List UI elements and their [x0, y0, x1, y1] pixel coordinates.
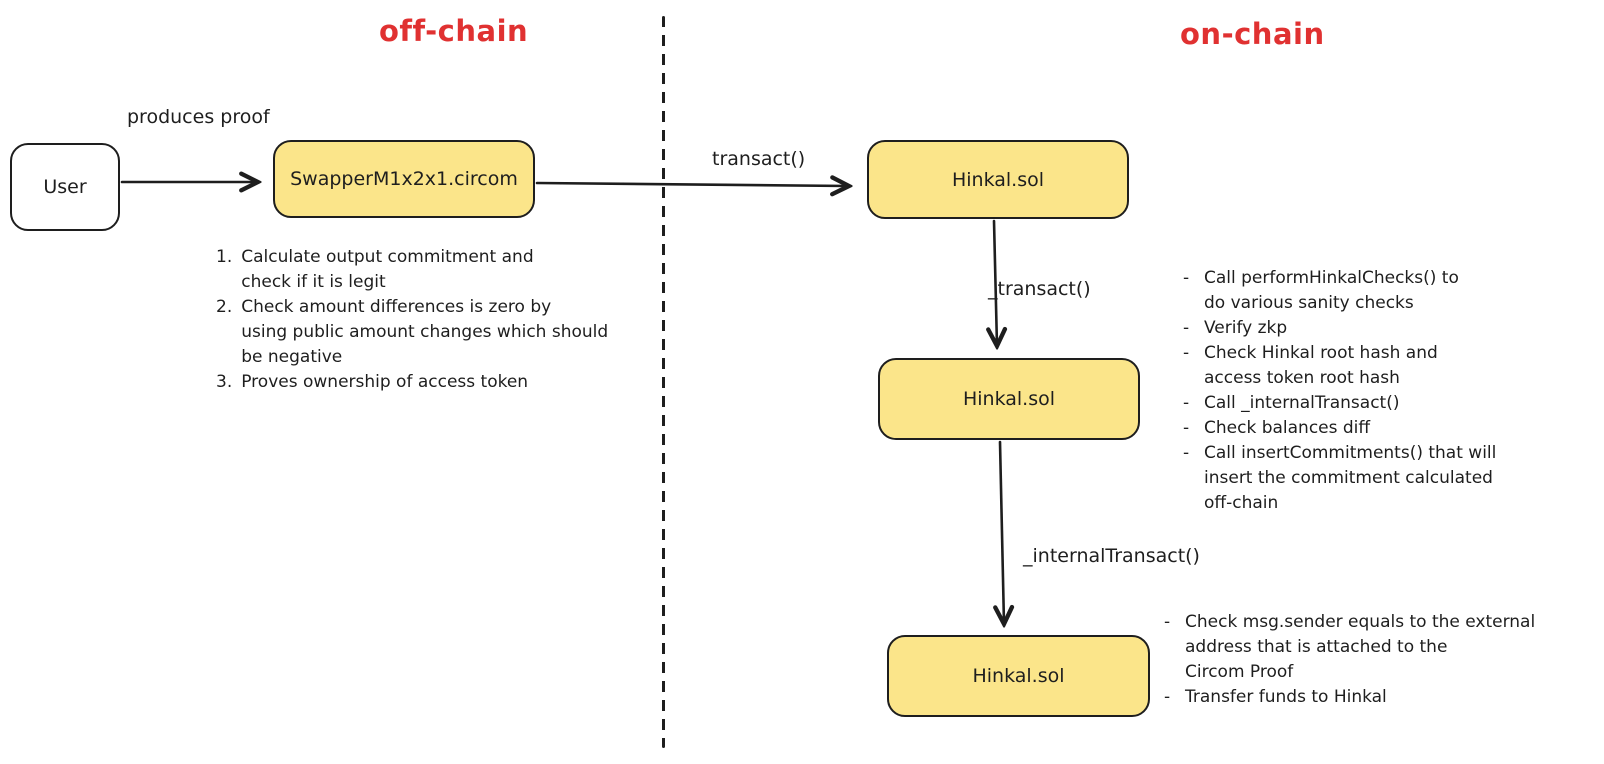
transact-label: transact() [712, 148, 806, 170]
internal-transact-label: _internalTransact() [1023, 545, 1200, 567]
swapper-circom-node-label: SwapperM1x2x1.circom [290, 168, 518, 190]
hinkal-sol-node-middle-label: Hinkal.sol [962, 388, 1056, 410]
user-node-label: User [43, 176, 87, 198]
note-item-marker: 1. [216, 247, 233, 267]
produces-proof-label: produces proof [127, 106, 270, 128]
note-item-marker: - [1183, 393, 1190, 413]
hinkal-sol-node-top: Hinkal.sol [867, 140, 1129, 219]
note-item-marker: - [1183, 318, 1190, 338]
note-item-text: Call _internalTransact() [1204, 393, 1400, 413]
on-chain-title: on-chain [1180, 17, 1325, 51]
chain-divider-line [662, 16, 665, 748]
note-item-marker: - [1183, 443, 1190, 463]
user-node: User [10, 143, 120, 231]
internal-steps-list: -Check msg.sender equals to the external… [1164, 610, 1535, 710]
transact-internal-label: _transact() [988, 278, 1091, 300]
swapper-circom-node: SwapperM1x2x1.circom [273, 140, 535, 218]
note-item: -Check msg.sender equals to the external… [1164, 610, 1535, 685]
hinkal-sol-node-bottom-label: Hinkal.sol [972, 665, 1065, 687]
hinkal-sol-node-middle: Hinkal.sol [878, 358, 1140, 440]
off-chain-title: off-chain [379, 14, 529, 48]
arrow-hinkal-internal-transact [1000, 440, 1004, 624]
note-item-marker: 2. [216, 297, 233, 317]
note-item-marker: - [1164, 612, 1171, 632]
hinkal-sol-node-top-label: Hinkal.sol [951, 168, 1045, 191]
note-item-marker: - [1183, 343, 1190, 363]
note-item-text: Proves ownership of access token [241, 372, 529, 392]
note-item: -Call _internalTransact() [1183, 391, 1496, 416]
note-item: 3. Proves ownership of access token [216, 370, 608, 395]
note-item-text: Verify zkp [1204, 318, 1288, 338]
note-item-marker: - [1183, 418, 1190, 438]
note-item-marker: - [1164, 687, 1171, 707]
note-item-marker: 3. [216, 372, 233, 392]
note-item: -Check balances diff [1183, 416, 1496, 441]
note-item-text: Check balances diff [1204, 418, 1371, 438]
hinkal-sol-node-bottom: Hinkal.sol [887, 635, 1150, 717]
note-item-text: Transfer funds to Hinkal [1185, 687, 1387, 707]
arrow-swapper-to-hinkal [535, 183, 849, 186]
note-item: -Verify zkp [1183, 316, 1496, 341]
note-item: -Transfer funds to Hinkal [1164, 685, 1535, 710]
note-item-marker: - [1183, 268, 1190, 288]
